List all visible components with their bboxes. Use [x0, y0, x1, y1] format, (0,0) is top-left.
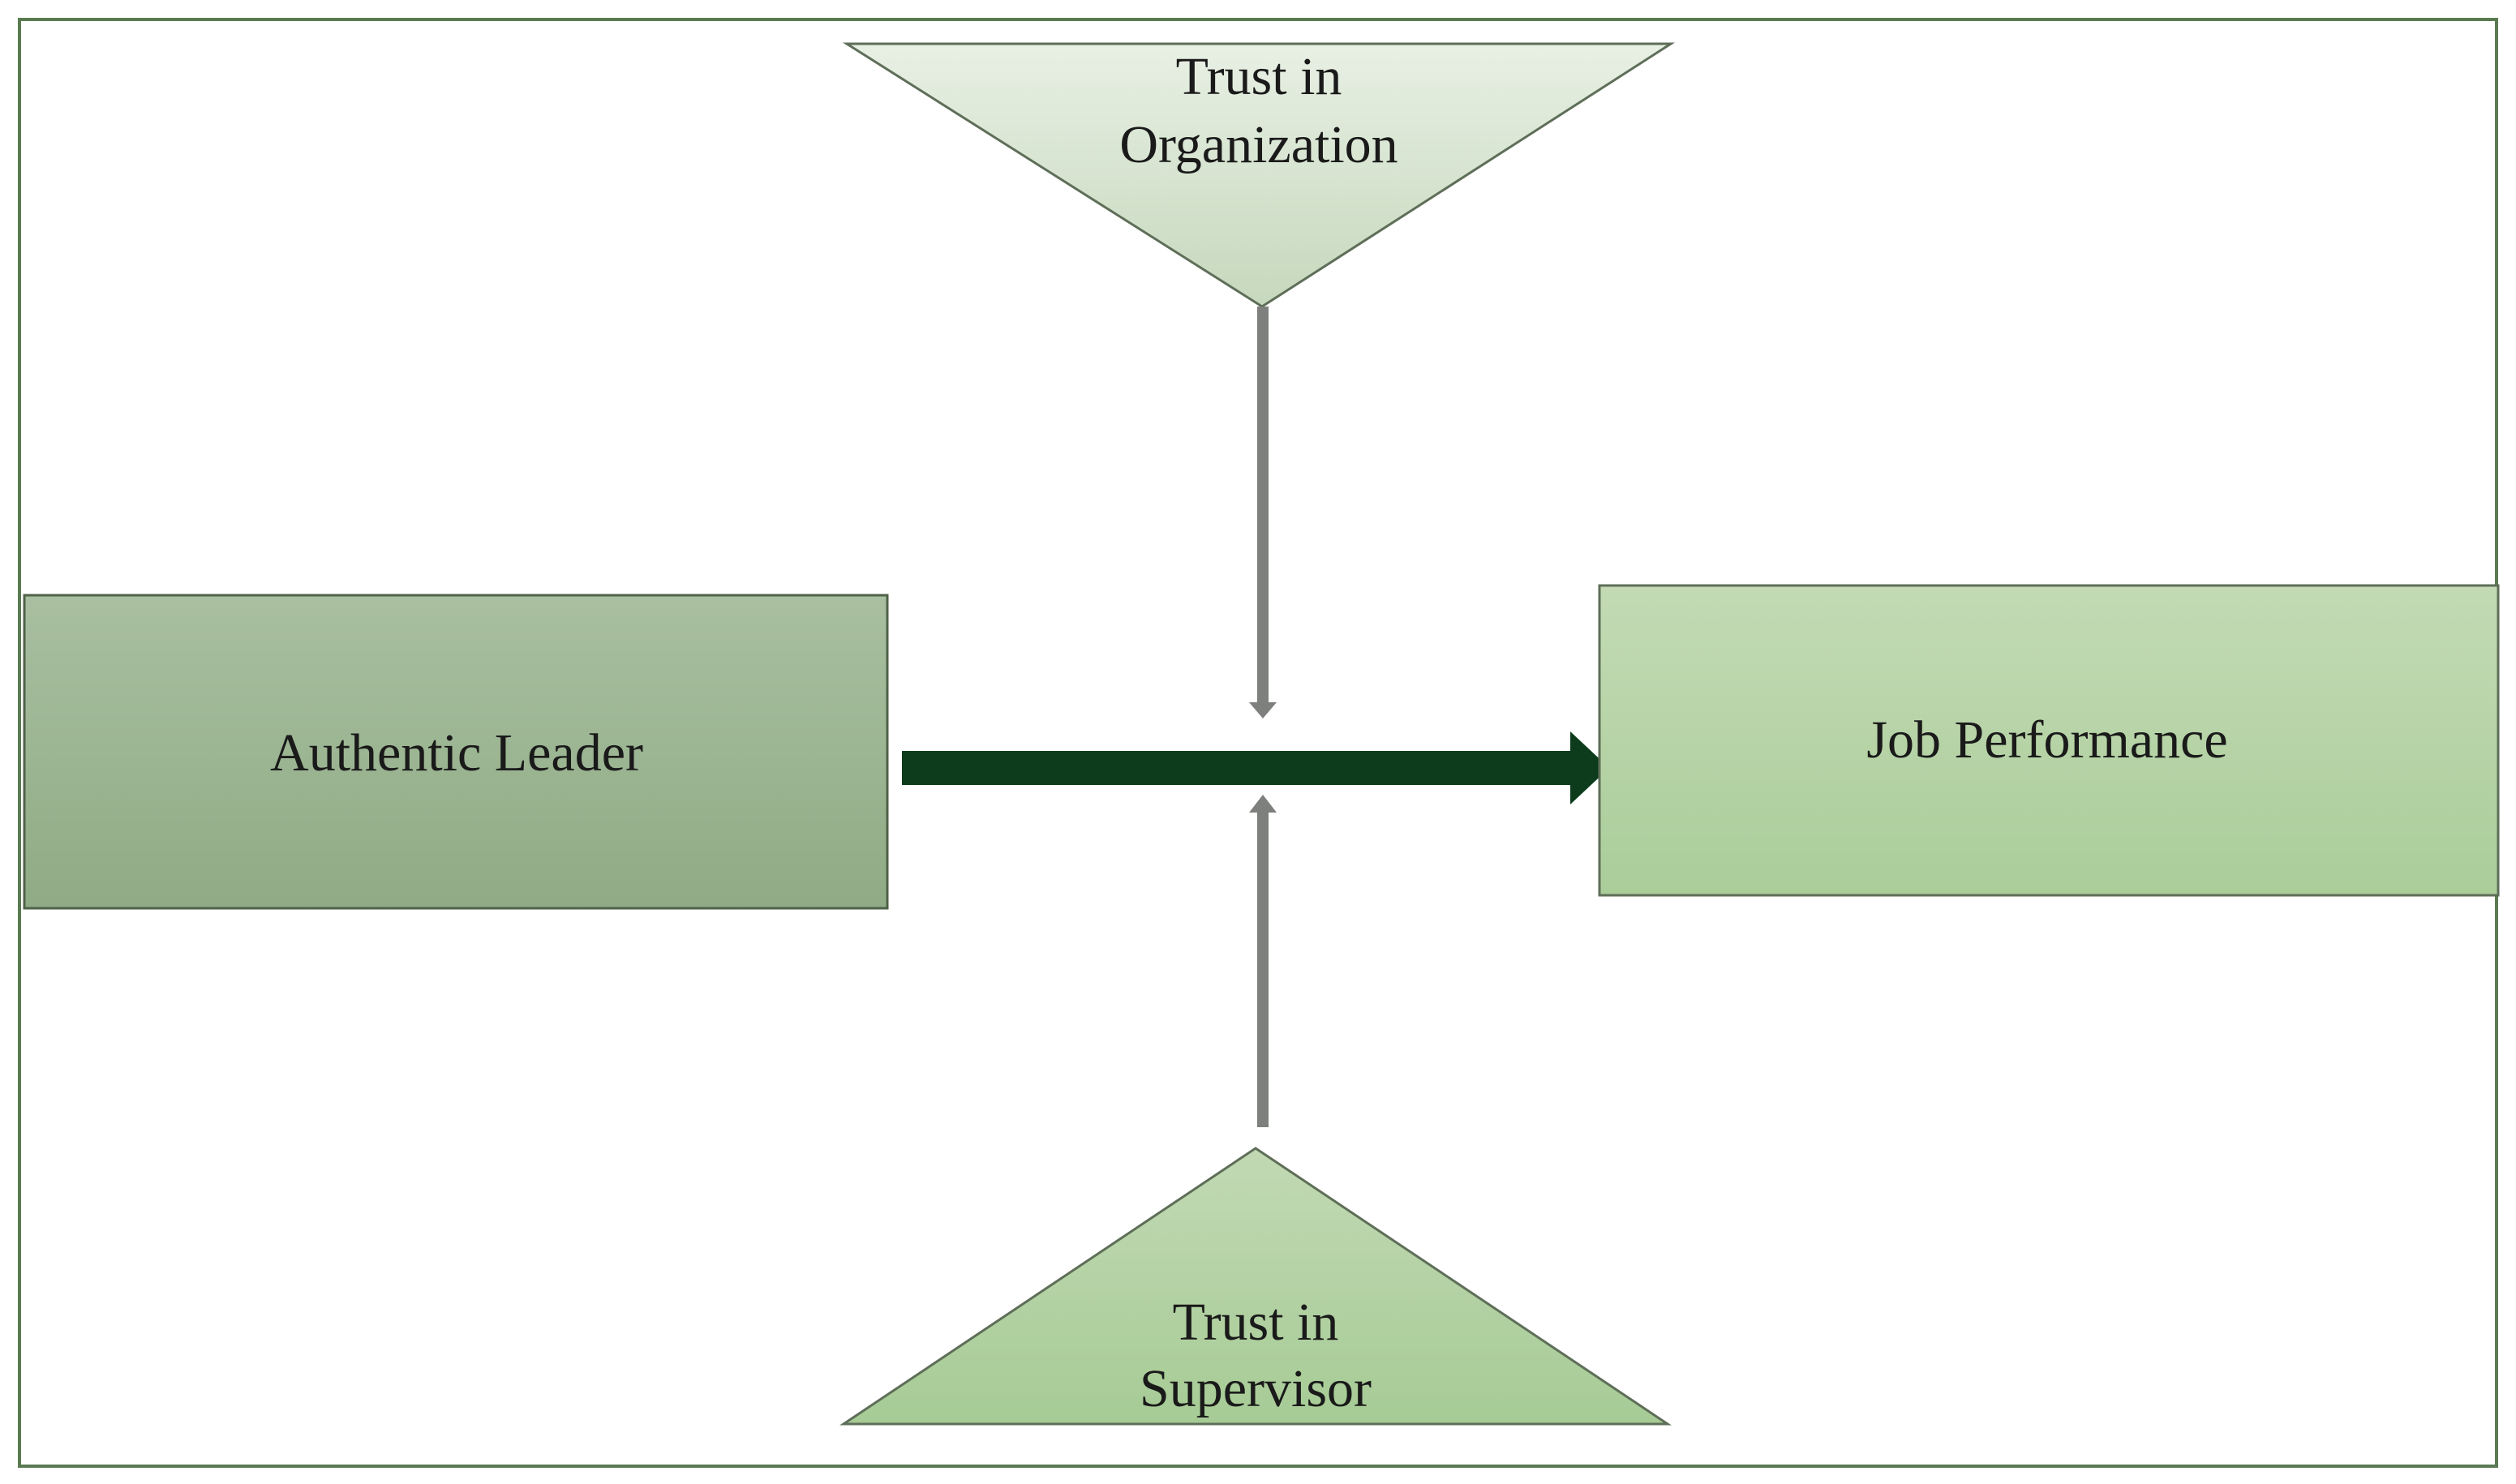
organization-moderator-arrow — [1249, 307, 1277, 718]
trust-in-organization-label-line1: Trust in — [1176, 47, 1342, 106]
job-performance-node: Job Performance — [1598, 584, 2500, 897]
trust-in-organization-label-line2: Organization — [1119, 115, 1398, 174]
trust-in-supervisor-label-line2: Supervisor — [1140, 1359, 1372, 1418]
trust-in-organization-node: Trust in Organization — [842, 42, 1676, 308]
authentic-leader-label: Authentic Leader — [270, 723, 643, 783]
authentic-leader-box — [23, 594, 889, 910]
trust-in-organization-triangle — [842, 42, 1676, 308]
trust-in-supervisor-node: Trust in Supervisor — [839, 1147, 1672, 1426]
supervisor-moderator-arrow — [1249, 795, 1277, 1127]
job-performance-box — [1598, 584, 2500, 897]
main-effect-arrow — [902, 731, 1609, 804]
authentic-leader-node: Authentic Leader — [23, 594, 889, 910]
job-performance-label: Job Performance — [1866, 710, 2227, 770]
trust-in-supervisor-triangle — [839, 1147, 1672, 1426]
trust-in-supervisor-label-line1: Trust in — [1173, 1293, 1339, 1352]
